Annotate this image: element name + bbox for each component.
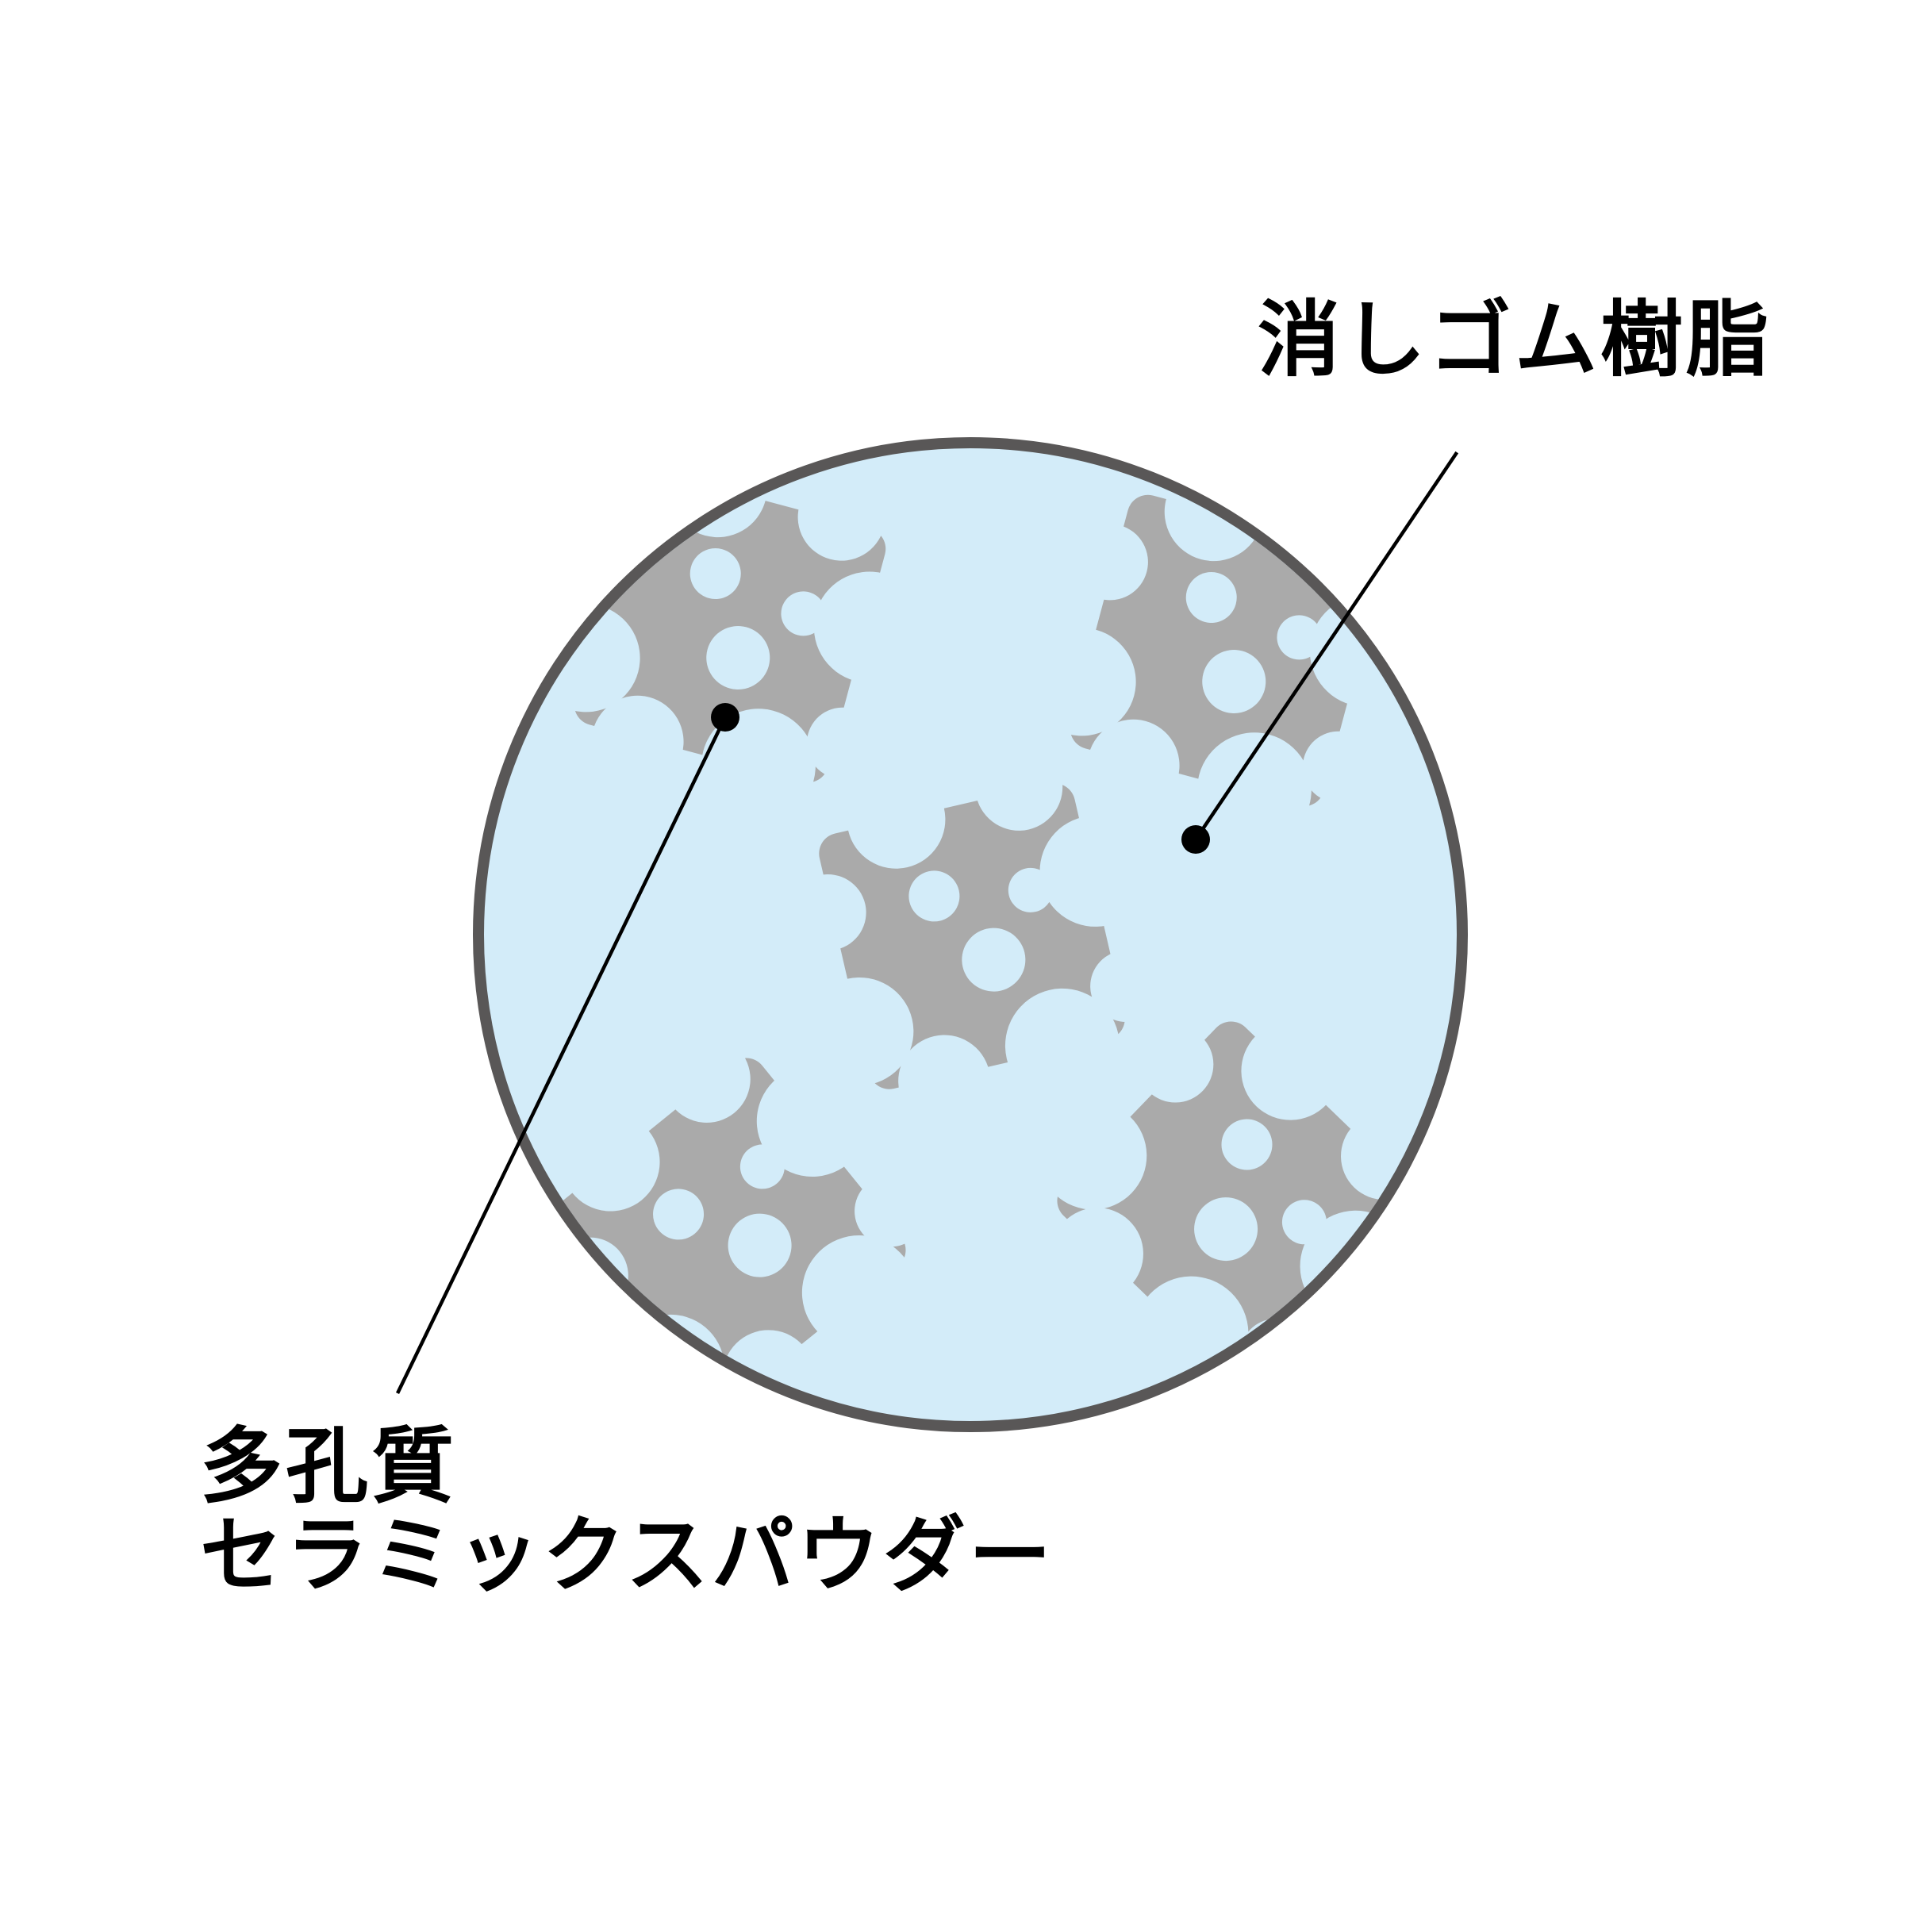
label-porous-ceramic-powder: 多孔質 セラミックスパウダー xyxy=(200,1422,1054,1600)
resin-circle-outline xyxy=(473,437,1468,1432)
leader-dot-ceramic-powder xyxy=(711,703,739,732)
leader-line-ceramic-powder xyxy=(395,714,728,1395)
label-porous-ceramic-line1: 多孔質 xyxy=(200,1418,458,1515)
label-eraser-resin: 消しゴム樹脂 xyxy=(1258,291,1773,388)
label-porous-ceramic-line2: セラミックスパウダー xyxy=(200,1507,1054,1604)
leader-dot-eraser-resin xyxy=(1181,825,1210,854)
leader-line-eraser-resin xyxy=(1193,451,1459,843)
